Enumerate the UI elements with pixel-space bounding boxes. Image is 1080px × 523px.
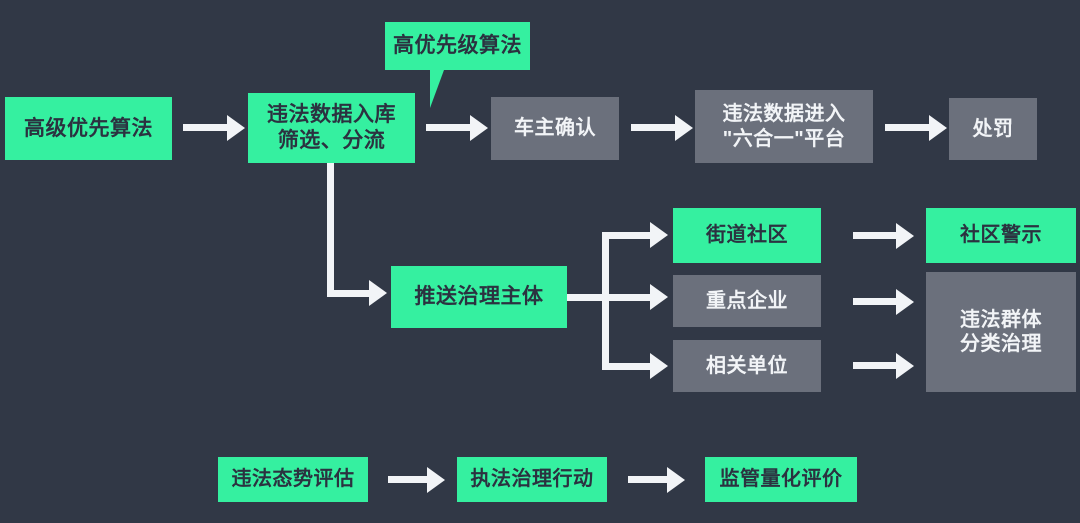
node-push-governance-entity[interactable]: 推送治理主体 [391, 266, 567, 328]
node-violation-situation-assessment[interactable]: 违法态势评估 [218, 457, 368, 502]
callout-high-priority-algorithm: 高优先级算法 [385, 22, 530, 70]
arrow-key-enterprise-to-governance [853, 298, 897, 305]
branch-stub-from-push [567, 294, 609, 301]
node-related-unit[interactable]: 相关单位 [673, 340, 821, 392]
arrow-assessment-to-enforcement [388, 476, 428, 483]
arrowhead-related-unit [650, 353, 668, 379]
node-owner-confirmation[interactable]: 车主确认 [491, 97, 619, 160]
branch-vertical-spine [602, 232, 609, 370]
arrowhead-street-community [650, 222, 668, 248]
node-supervision-quantitative-evaluation[interactable]: 监管量化评价 [705, 457, 857, 502]
arrow-algorithm-to-intake [183, 124, 228, 131]
callout-tail-icon [430, 70, 444, 108]
branch-arm-street-community [602, 232, 650, 239]
arrow-owner-confirm-to-platform [631, 124, 676, 131]
connector-intake-right-segment [327, 290, 369, 297]
arrow-enforcement-to-evaluation [628, 476, 668, 483]
branch-arm-key-enterprise [602, 294, 650, 301]
node-street-community[interactable]: 街道社区 [673, 208, 821, 263]
arrowhead-key-enterprise [650, 284, 668, 310]
node-six-in-one-platform[interactable]: 违法数据进入 "六合一"平台 [695, 90, 873, 163]
node-penalty[interactable]: 处罚 [949, 98, 1037, 160]
arrow-platform-to-penalty [885, 124, 930, 131]
node-community-warning[interactable]: 社区警示 [926, 208, 1076, 263]
arrow-related-unit-to-governance [853, 362, 897, 369]
node-group-classified-governance[interactable]: 违法群体 分类治理 [926, 272, 1076, 392]
branch-arm-related-unit [602, 363, 650, 370]
node-advanced-priority-algorithm[interactable]: 高级优先算法 [5, 97, 172, 160]
node-enforcement-governance-action[interactable]: 执法治理行动 [457, 457, 607, 502]
node-key-enterprise[interactable]: 重点企业 [673, 275, 821, 327]
arrowhead-into-push-governance [369, 280, 387, 306]
node-violation-data-intake[interactable]: 违法数据入库 筛选、分流 [248, 93, 415, 163]
connector-intake-down-segment [327, 163, 334, 297]
arrow-intake-to-owner-confirm [426, 124, 471, 131]
arrow-street-community-to-warning [853, 232, 897, 239]
